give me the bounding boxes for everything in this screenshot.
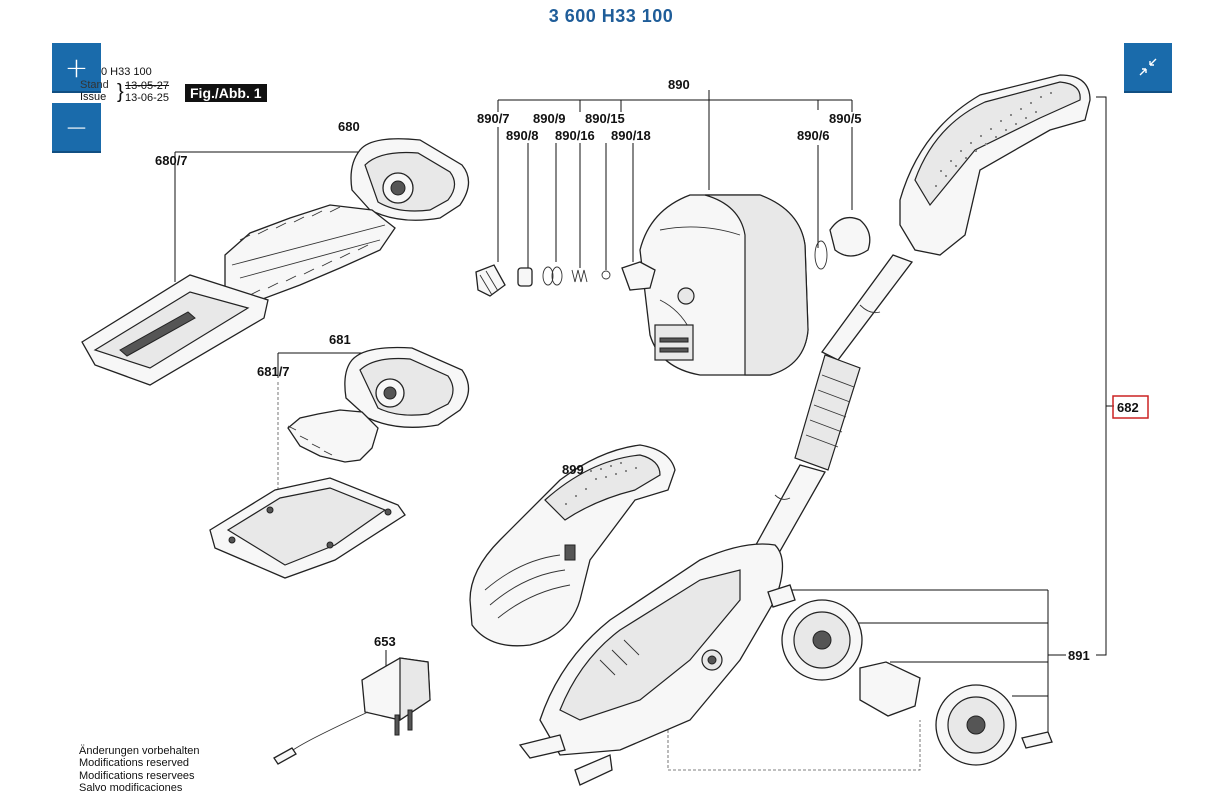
- label-680-7: 680/7: [155, 153, 188, 168]
- label-890-5: 890/5: [829, 111, 862, 126]
- charger-653: [273, 657, 431, 765]
- label-682[interactable]: 682: [1117, 400, 1139, 415]
- leader-891: [1047, 590, 1066, 740]
- page-title: 3 600 H33 100: [548, 6, 674, 26]
- label-890-15: 890/15: [585, 111, 625, 126]
- housing-890: [639, 194, 809, 376]
- grass-blade-681: [287, 346, 470, 463]
- minus-icon: −: [64, 110, 89, 144]
- label-890-6: 890/6: [797, 128, 830, 143]
- grass-guard-681-7: [209, 477, 406, 579]
- figure-badge: Fig./Abb. 1: [185, 84, 267, 102]
- label-681: 681: [329, 332, 351, 347]
- leader-891-ticks: [788, 589, 1048, 739]
- note-es: Salvo modificaciones: [79, 782, 183, 795]
- label-890-18: 890/18: [611, 128, 651, 143]
- zoom-out-button[interactable]: −: [52, 103, 101, 153]
- note-fr: Modifications reservees: [79, 769, 195, 782]
- label-890-16: 890/16: [555, 128, 595, 143]
- collapse-arrows-icon: [1139, 58, 1157, 76]
- plus-icon: +: [64, 50, 89, 84]
- label-890-7: 890/7: [477, 111, 510, 126]
- label-653: 653: [374, 634, 396, 649]
- issue-date: 13-06-25: [125, 92, 170, 104]
- fullscreen-toggle-button[interactable]: [1124, 43, 1172, 93]
- leader-682: [1096, 96, 1114, 656]
- label-891: 891: [1068, 648, 1090, 663]
- label-681-7: 681/7: [257, 364, 290, 379]
- part-number-header: 0 H33 100: [101, 66, 152, 78]
- hand-unit-899: [469, 444, 676, 647]
- label-890-9: 890/9: [533, 111, 566, 126]
- label-680: 680: [338, 119, 360, 134]
- highlight-box-682: [1112, 395, 1149, 419]
- wheel-base-891: [518, 543, 1053, 786]
- label-890: 890: [668, 77, 690, 92]
- label-899: 899: [562, 462, 584, 477]
- leader-890-right: [817, 127, 853, 248]
- date-brace: }: [117, 81, 124, 103]
- zoom-in-button[interactable]: +: [52, 43, 101, 93]
- modification-notes: Änderungen vorbehalten Modifications res…: [79, 745, 199, 795]
- note-en: Modifications reserved: [79, 757, 190, 770]
- blade-guard-680-7: [81, 274, 269, 386]
- stand-label: Stand: [80, 79, 109, 91]
- note-de: Änderungen vorbehalten: [79, 745, 200, 757]
- issue-label: Issue: [80, 91, 107, 103]
- leader-890-ticks: [497, 100, 853, 112]
- shrub-blade-680: [224, 138, 470, 301]
- connector-890-subparts: [475, 216, 871, 297]
- leader-890-subparts: [497, 127, 634, 270]
- telescopic-handle-682: [751, 74, 1091, 561]
- leader-890-main: [498, 90, 852, 190]
- label-890-8: 890/8: [506, 128, 539, 143]
- stand-date: 13-05-27: [125, 80, 170, 92]
